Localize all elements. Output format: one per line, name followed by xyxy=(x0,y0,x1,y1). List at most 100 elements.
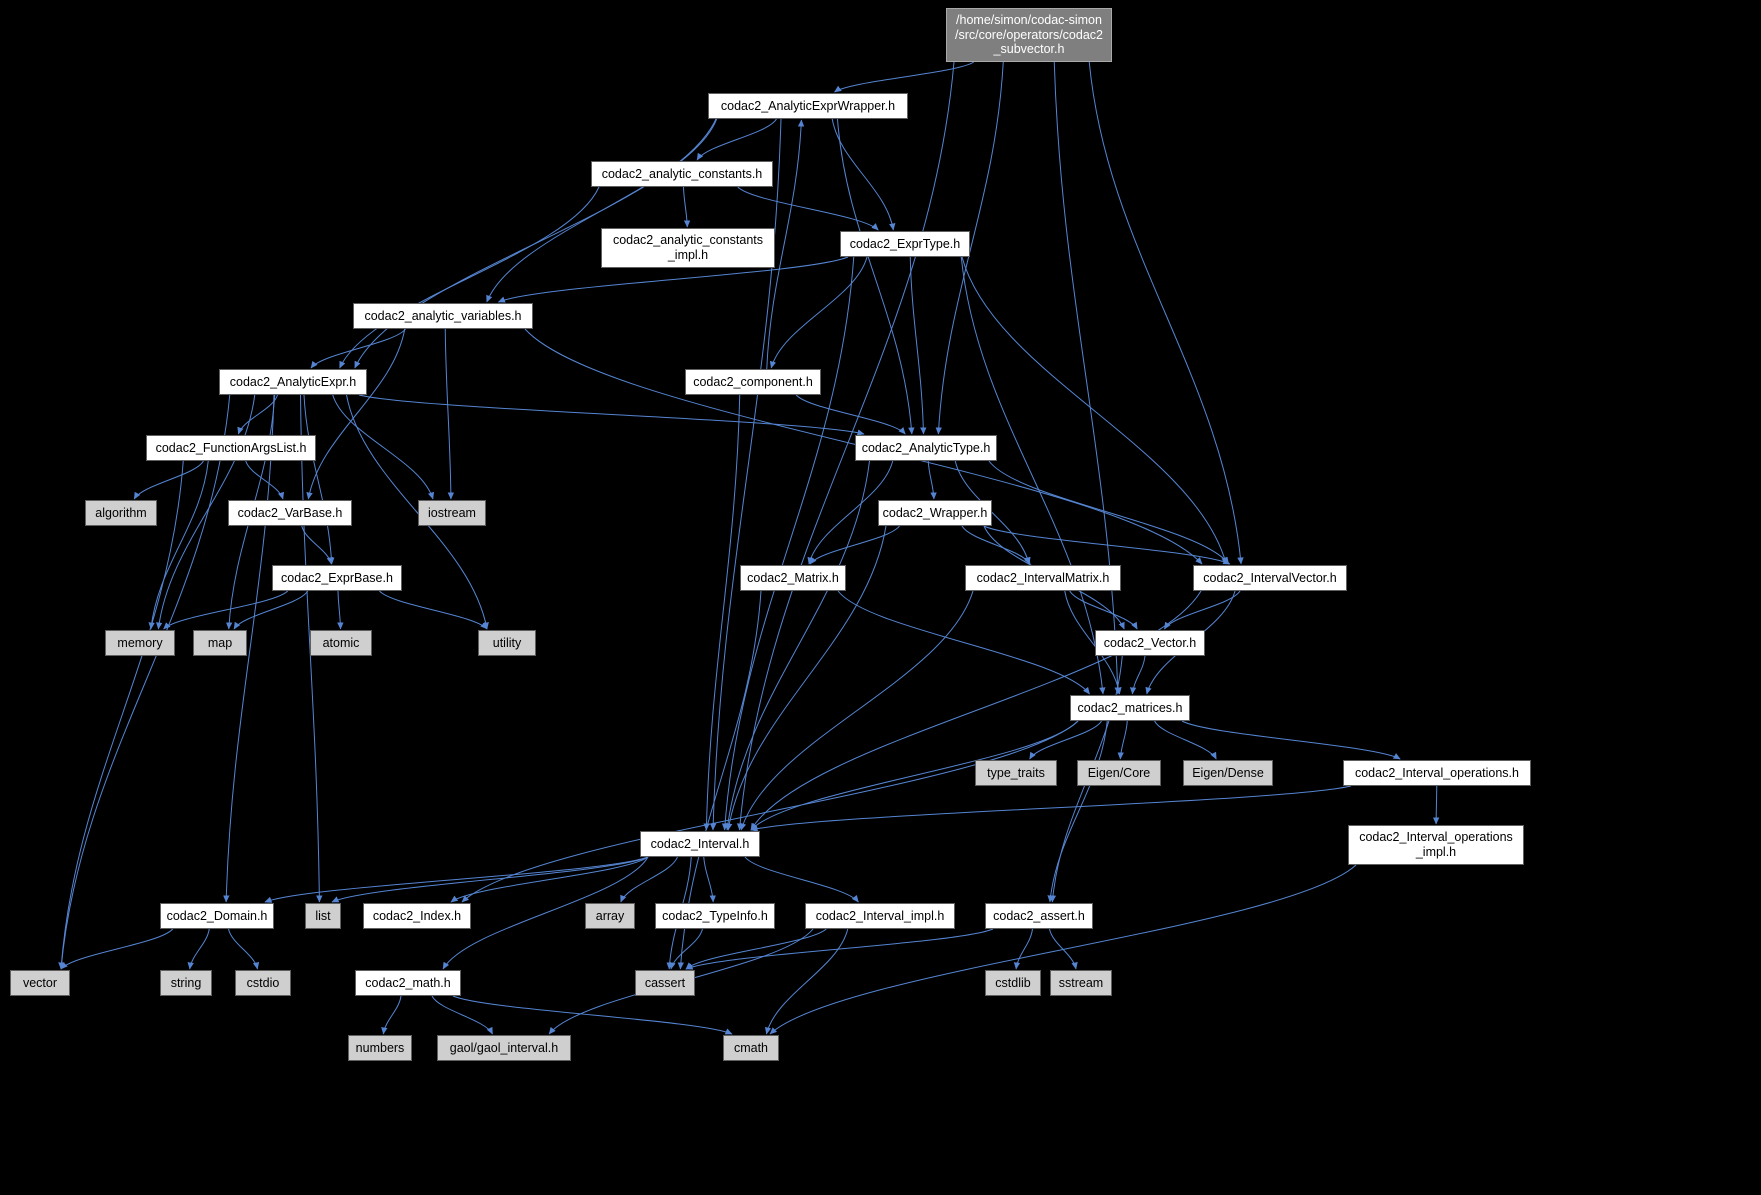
node-matrices[interactable]: codac2_matrices.h xyxy=(1070,695,1190,721)
edge-wrapper-constants xyxy=(696,118,777,161)
edge-variables-iostream xyxy=(444,328,455,500)
edge-exprtype-intervalvector xyxy=(961,256,1228,565)
edge-math-gaol xyxy=(431,995,493,1035)
edge-matrix-matrices xyxy=(837,590,1090,695)
edge-wrapper-analytictype xyxy=(837,118,915,435)
node-wrapper[interactable]: codac2_AnalyticExprWrapper.h xyxy=(708,93,908,119)
edge-interval-index xyxy=(450,856,649,903)
node-variables[interactable]: codac2_analytic_variables.h xyxy=(353,303,533,329)
edge-component-interval xyxy=(703,394,741,831)
edge-analyticexpr-domain xyxy=(223,394,275,903)
node-varbase[interactable]: codac2_VarBase.h xyxy=(228,500,352,526)
node-domain[interactable]: codac2_Domain.h xyxy=(160,903,274,929)
node-label: string xyxy=(170,975,202,990)
node-map: map xyxy=(193,630,247,656)
node-label: cstdlib xyxy=(995,975,1031,990)
node-label: codac2_analytic_variables.h xyxy=(364,308,522,323)
edge-assert-sstream xyxy=(1049,928,1078,970)
edge-wrapper-interval xyxy=(709,118,782,831)
edge-wrapper_h-intervalmatrix xyxy=(961,525,1031,565)
node-constants[interactable]: codac2_analytic_constants.h xyxy=(591,161,773,187)
node-interval_impl[interactable]: codac2_Interval_impl.h xyxy=(805,903,955,929)
node-wrapper_h[interactable]: codac2_Wrapper.h xyxy=(878,500,992,526)
node-typeinfo[interactable]: codac2_TypeInfo.h xyxy=(655,903,775,929)
node-atomic: atomic xyxy=(310,630,372,656)
edge-matrices-assert xyxy=(1047,720,1108,903)
node-array: array xyxy=(585,903,635,929)
edge-exprbase-memory xyxy=(163,590,289,630)
node-label: codac2_VarBase.h xyxy=(237,505,343,520)
edge-interval_ops-interval_ops_impl xyxy=(1432,785,1440,825)
edge-variables-varbase xyxy=(306,328,406,500)
node-cmath: cmath xyxy=(723,1035,779,1061)
edge-analyticexpr-list xyxy=(300,394,323,903)
node-interval[interactable]: codac2_Interval.h xyxy=(640,831,760,857)
edge-analyticexpr-utility xyxy=(346,394,489,630)
node-gaol: gaol/gaol_interval.h xyxy=(437,1035,571,1061)
edge-exprbase-map xyxy=(233,590,309,630)
node-cstdlib: cstdlib xyxy=(985,970,1041,996)
edge-matrices-interval_ops xyxy=(1181,720,1401,760)
edge-interval-array xyxy=(620,856,678,903)
edge-analyticexpr-analytictype xyxy=(358,394,865,436)
edge-exprtype-variables xyxy=(497,256,849,303)
node-sstream: sstream xyxy=(1050,970,1112,996)
node-label: cstdio xyxy=(246,975,280,990)
node-label: Eigen/Dense xyxy=(1192,765,1264,780)
edge-component-analytictype xyxy=(795,394,906,435)
node-label: codac2_Matrix.h xyxy=(747,570,839,585)
edge-math-cmath xyxy=(452,995,733,1035)
node-intervalmatrix[interactable]: codac2_IntervalMatrix.h xyxy=(965,565,1121,591)
node-math[interactable]: codac2_math.h xyxy=(355,970,461,996)
edge-analyticexpr-memory xyxy=(156,394,256,630)
node-label: iostream xyxy=(428,505,476,520)
edge-interval-math xyxy=(442,856,649,970)
edge-constants-exprtype xyxy=(737,186,879,231)
node-label: codac2_Interval_operations.h xyxy=(1354,765,1519,780)
node-vector: vector xyxy=(10,970,70,996)
edge-domain-cstdio xyxy=(228,928,260,970)
node-exprtype[interactable]: codac2_ExprType.h xyxy=(840,231,970,257)
node-vector_h[interactable]: codac2_Vector.h xyxy=(1095,630,1205,656)
edge-math-numbers xyxy=(381,995,402,1035)
edge-exprtype-component xyxy=(769,256,868,369)
node-label: list xyxy=(315,908,331,923)
node-analytictype[interactable]: codac2_AnalyticType.h xyxy=(855,435,997,461)
node-label: gaol/gaol_interval.h xyxy=(449,1040,559,1055)
node-assert[interactable]: codac2_assert.h xyxy=(985,903,1093,929)
node-label: codac2_AnalyticExpr.h xyxy=(229,374,357,389)
edge-analytictype-interval xyxy=(724,460,870,831)
edge-analyticexpr-exprbase xyxy=(303,394,335,565)
node-component[interactable]: codac2_component.h xyxy=(685,369,821,395)
edge-intervalmatrix-matrices xyxy=(1064,590,1122,695)
edge-exprbase-atomic xyxy=(337,590,344,630)
edge-component-wrapper xyxy=(766,119,805,370)
edge-funcargs-memory xyxy=(148,460,209,630)
node-utility: utility xyxy=(478,630,536,656)
node-label: codac2_analytic_constants.h xyxy=(601,166,763,181)
node-exprbase[interactable]: codac2_ExprBase.h xyxy=(272,565,402,591)
node-intervalvector[interactable]: codac2_IntervalVector.h xyxy=(1193,565,1347,591)
edge-interval-interval_impl xyxy=(744,856,859,903)
node-label: codac2_AnalyticType.h xyxy=(861,440,991,455)
node-label: atomic xyxy=(322,635,360,650)
node-analyticexpr[interactable]: codac2_AnalyticExpr.h xyxy=(219,369,367,395)
node-matrix[interactable]: codac2_Matrix.h xyxy=(740,565,846,591)
node-funcargs[interactable]: codac2_FunctionArgsList.h xyxy=(146,435,316,461)
edge-analytictype-intervalmatrix xyxy=(954,460,1031,565)
node-label: utility xyxy=(492,635,522,650)
node-cassert: cassert xyxy=(635,970,695,996)
edge-matrices-interval xyxy=(750,720,1079,831)
edge-intervalmatrix-interval xyxy=(740,590,974,831)
node-interval_ops_impl[interactable]: codac2_Interval_operations_impl.h xyxy=(1348,825,1524,865)
node-label: numbers xyxy=(355,1040,405,1055)
edge-assert-cassert xyxy=(685,928,994,970)
node-index[interactable]: codac2_Index.h xyxy=(363,903,471,929)
node-interval_ops[interactable]: codac2_Interval_operations.h xyxy=(1343,760,1531,786)
node-constants_impl[interactable]: codac2_analytic_constants_impl.h xyxy=(601,228,775,268)
edge-variables-analyticexpr xyxy=(310,328,406,369)
edge-matrices-eigen_dense xyxy=(1154,720,1217,760)
node-label: /src/core/operators/codac2 xyxy=(955,27,1103,42)
edge-wrapper-exprtype xyxy=(831,118,896,231)
